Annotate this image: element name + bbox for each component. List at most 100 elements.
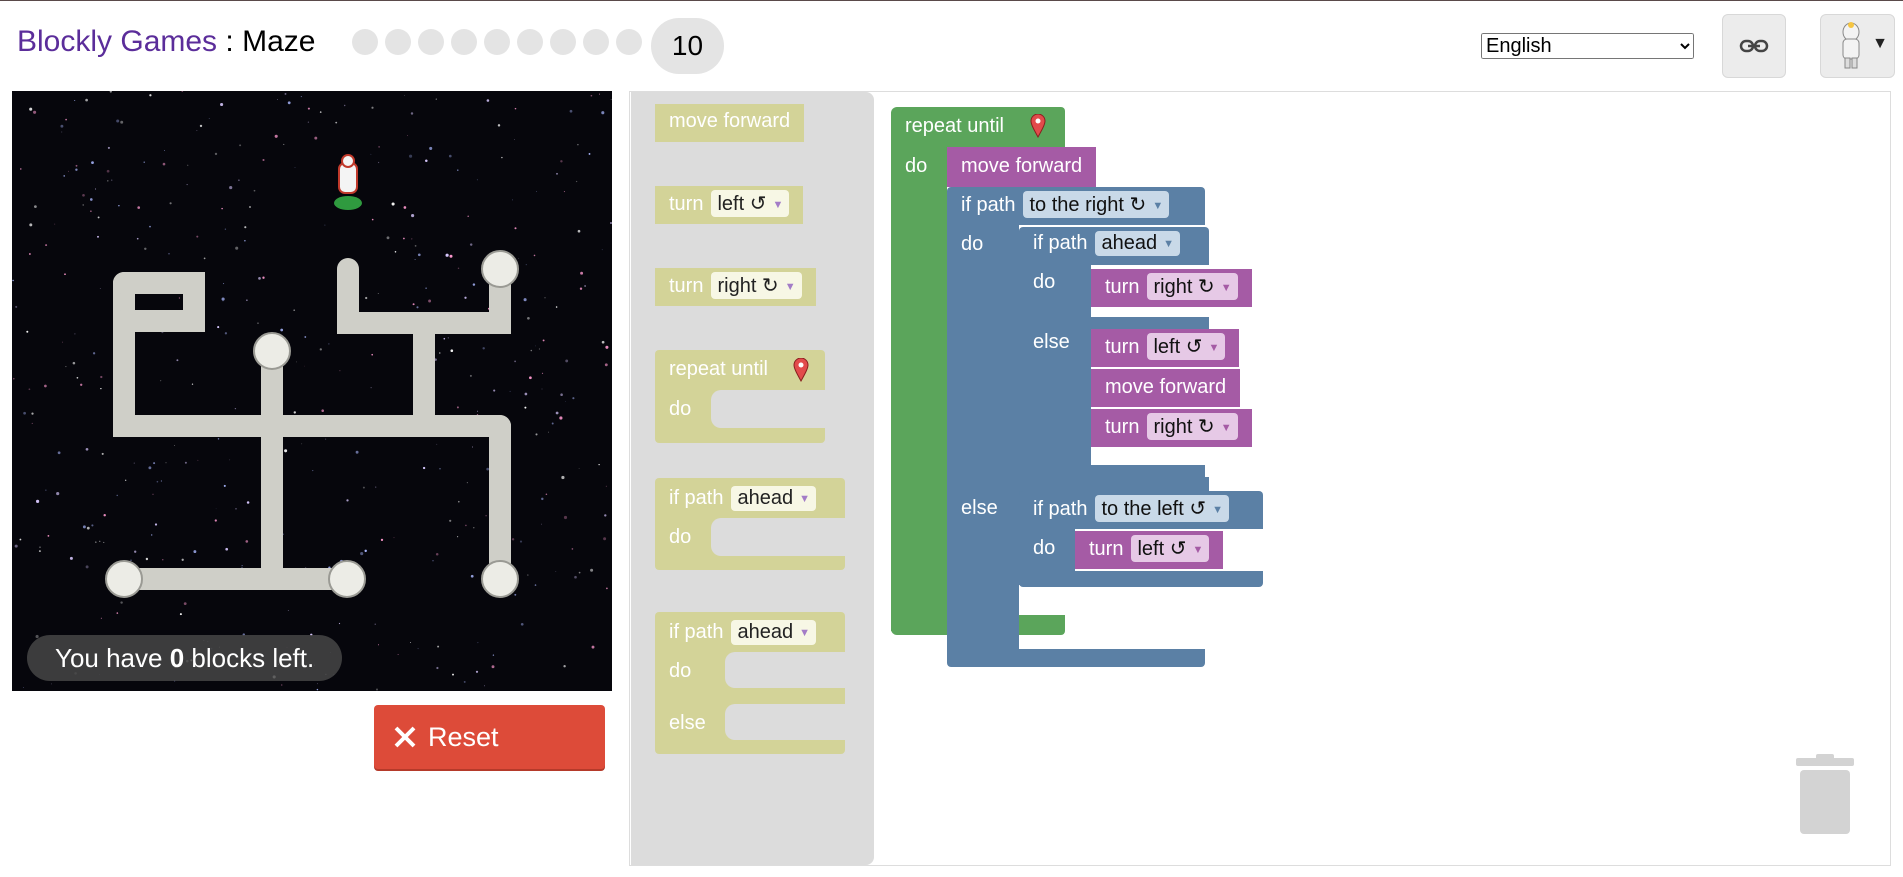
- star: [284, 92, 287, 95]
- star: [529, 376, 532, 380]
- star: [191, 383, 194, 385]
- star: [136, 237, 139, 240]
- star: [63, 175, 65, 177]
- star: [584, 285, 586, 287]
- star: [287, 609, 289, 611]
- pegman-button[interactable]: ▼: [1820, 14, 1895, 78]
- star: [574, 575, 577, 579]
- star: [535, 345, 536, 347]
- star: [107, 180, 109, 182]
- block-label: do: [1033, 537, 1056, 559]
- program-move-forward-block[interactable]: move forward: [947, 147, 1097, 187]
- star: [486, 99, 490, 102]
- block-label: repeat until: [669, 358, 768, 380]
- star: [371, 106, 374, 109]
- star: [34, 205, 37, 208]
- direction-dropdown[interactable]: right ↻▼: [1147, 273, 1238, 300]
- program-turn-left-block[interactable]: turn left ↺▼: [1091, 329, 1240, 367]
- star: [514, 139, 515, 140]
- star: [375, 486, 377, 488]
- brand-link[interactable]: Blockly Games: [17, 25, 218, 58]
- star: [394, 251, 397, 253]
- star: [229, 459, 231, 461]
- link-button[interactable]: [1722, 14, 1786, 78]
- level-dot[interactable]: [451, 29, 477, 55]
- direction-dropdown[interactable]: right ↻▼: [1147, 413, 1238, 440]
- star: [404, 95, 406, 96]
- star: [328, 343, 330, 345]
- star: [12, 279, 14, 282]
- star: [339, 370, 341, 372]
- star: [470, 574, 474, 578]
- language-select[interactable]: English: [1481, 33, 1694, 59]
- star: [509, 390, 511, 392]
- toolbox-repeat-until-block[interactable]: repeat until do: [655, 350, 825, 443]
- level-dot[interactable]: [352, 29, 378, 55]
- star: [214, 519, 217, 522]
- star: [463, 680, 466, 683]
- trash-icon[interactable]: [1794, 754, 1856, 836]
- level-dot[interactable]: [385, 29, 411, 55]
- star: [376, 688, 378, 691]
- star: [241, 566, 243, 569]
- direction-dropdown[interactable]: left ↺▼: [1131, 535, 1210, 562]
- star: [120, 601, 123, 604]
- star: [178, 297, 180, 299]
- marker-icon: [793, 358, 809, 382]
- direction-dropdown[interactable]: left ↺▼: [1147, 333, 1226, 360]
- star: [578, 571, 581, 574]
- current-level-badge[interactable]: 10: [651, 18, 724, 74]
- star: [579, 287, 583, 290]
- path-dropdown[interactable]: to the left ↺▼: [1095, 495, 1229, 522]
- path-dropdown[interactable]: ahead▼: [1095, 231, 1180, 256]
- direction-dropdown[interactable]: right ↻▼: [711, 272, 802, 299]
- level-dot[interactable]: [616, 29, 642, 55]
- level-dot[interactable]: [484, 29, 510, 55]
- star: [403, 206, 407, 209]
- star: [144, 247, 147, 251]
- direction-dropdown[interactable]: left ↺▼: [711, 190, 790, 217]
- level-dot[interactable]: [550, 29, 576, 55]
- star: [196, 235, 199, 238]
- star: [317, 683, 318, 685]
- star: [406, 135, 408, 136]
- star: [417, 253, 421, 257]
- reset-button[interactable]: Reset: [374, 705, 605, 769]
- star: [452, 673, 454, 676]
- toolbox-move-forward-block[interactable]: move forward: [655, 104, 805, 142]
- star: [101, 452, 104, 455]
- star: [154, 523, 158, 526]
- star: [62, 341, 64, 343]
- star: [82, 204, 84, 206]
- level-dot[interactable]: [583, 29, 609, 55]
- star: [435, 552, 439, 556]
- star: [221, 297, 225, 301]
- star: [26, 330, 29, 333]
- star: [343, 104, 346, 107]
- star: [169, 202, 172, 205]
- star: [281, 684, 283, 686]
- chevron-down-icon: ▼: [1872, 35, 1888, 52]
- star: [221, 207, 223, 210]
- level-dot[interactable]: [517, 29, 543, 55]
- star: [457, 536, 459, 538]
- star: [492, 654, 495, 656]
- program-move-forward-block[interactable]: move forward: [1091, 369, 1241, 407]
- star: [371, 353, 373, 356]
- path-dropdown[interactable]: ahead▼: [731, 620, 816, 645]
- path-dropdown[interactable]: ahead▼: [731, 486, 816, 511]
- block-label: turn: [1105, 336, 1140, 358]
- star: [514, 593, 517, 596]
- path-dropdown[interactable]: to the right ↻▼: [1023, 191, 1170, 218]
- star: [486, 467, 490, 471]
- level-dot[interactable]: [418, 29, 444, 55]
- star: [439, 352, 441, 354]
